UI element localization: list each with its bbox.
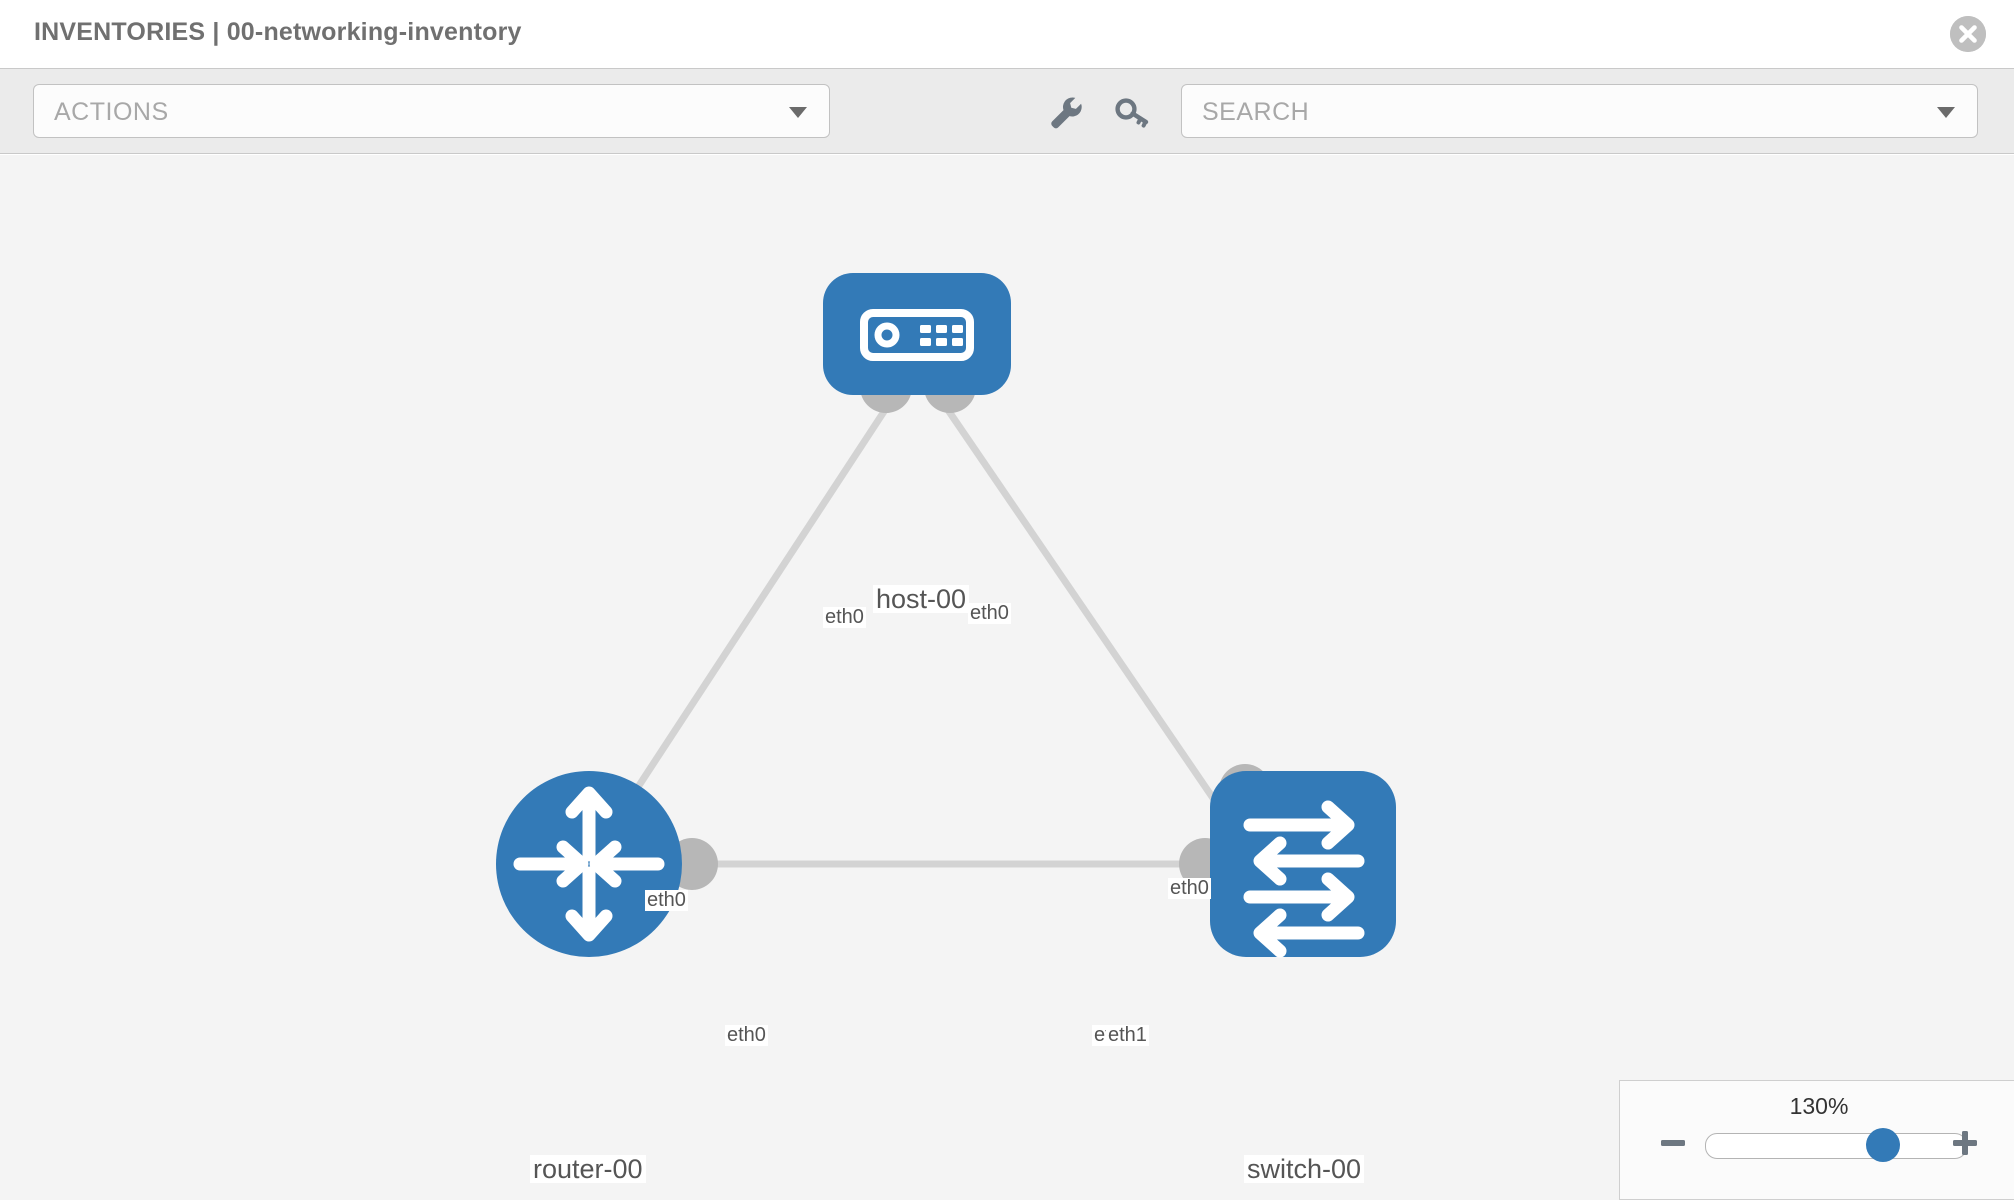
zoom-slider-handle[interactable]	[1865, 1128, 1900, 1162]
iface-label-router00-eth0-uplink: eth0	[645, 889, 688, 911]
link-host00-router00[interactable]	[597, 408, 888, 847]
minus-icon	[1661, 1140, 1685, 1146]
plus-icon	[1953, 1131, 1977, 1155]
chevron-down-icon	[789, 107, 807, 118]
wrench-icon	[1051, 97, 1082, 129]
page-header: INVENTORIES | 00-networking-inventory	[0, 0, 2014, 68]
iface-label-switch00-eth0-uplink: eth0	[1168, 877, 1211, 899]
zoom-control-panel: 130%	[1619, 1080, 2014, 1200]
node-host-00[interactable]	[823, 273, 1011, 395]
page-title: INVENTORIES | 00-networking-inventory	[34, 18, 522, 46]
node-label-switch-00: switch-00	[1244, 1155, 1365, 1183]
topology-graph	[496, 273, 1396, 958]
key-icon	[1115, 98, 1149, 128]
zoom-level-value: 130%	[1789, 1093, 1849, 1119]
zoom-out-button[interactable]	[1658, 1128, 1688, 1158]
zoom-slider[interactable]	[1705, 1128, 1967, 1162]
zoom-in-button[interactable]	[1950, 1128, 1980, 1158]
close-icon	[1950, 16, 1986, 52]
iface-label-router00-eth0: eth0	[725, 1024, 768, 1046]
node-switch-00[interactable]	[1210, 771, 1396, 958]
link-host00-switch00[interactable]	[945, 408, 1248, 847]
node-label-host-00: host-00	[873, 585, 970, 613]
toolbar: ACTIONS SEARCH	[0, 68, 2014, 154]
search-input[interactable]: SEARCH	[1181, 84, 1978, 138]
wrench-button[interactable]	[1046, 93, 1084, 131]
topology-canvas[interactable]: host-00 router-00 switch-00 eth0 eth0 et…	[0, 155, 2014, 1200]
close-button[interactable]	[1950, 16, 1986, 52]
node-router-00[interactable]	[496, 771, 682, 957]
chevron-down-icon[interactable]	[1937, 107, 1955, 118]
search-placeholder: SEARCH	[1202, 98, 1310, 126]
key-button[interactable]	[1113, 93, 1151, 131]
iface-label-host00-eth0-right: eth0	[968, 602, 1011, 624]
node-label-router-00: router-00	[530, 1155, 646, 1183]
iface-label-switch00-eth1: eth1	[1106, 1024, 1149, 1046]
iface-label-host00-eth0-left: eth0	[823, 606, 866, 628]
actions-dropdown-label: ACTIONS	[54, 98, 169, 126]
actions-dropdown[interactable]: ACTIONS	[33, 84, 830, 138]
